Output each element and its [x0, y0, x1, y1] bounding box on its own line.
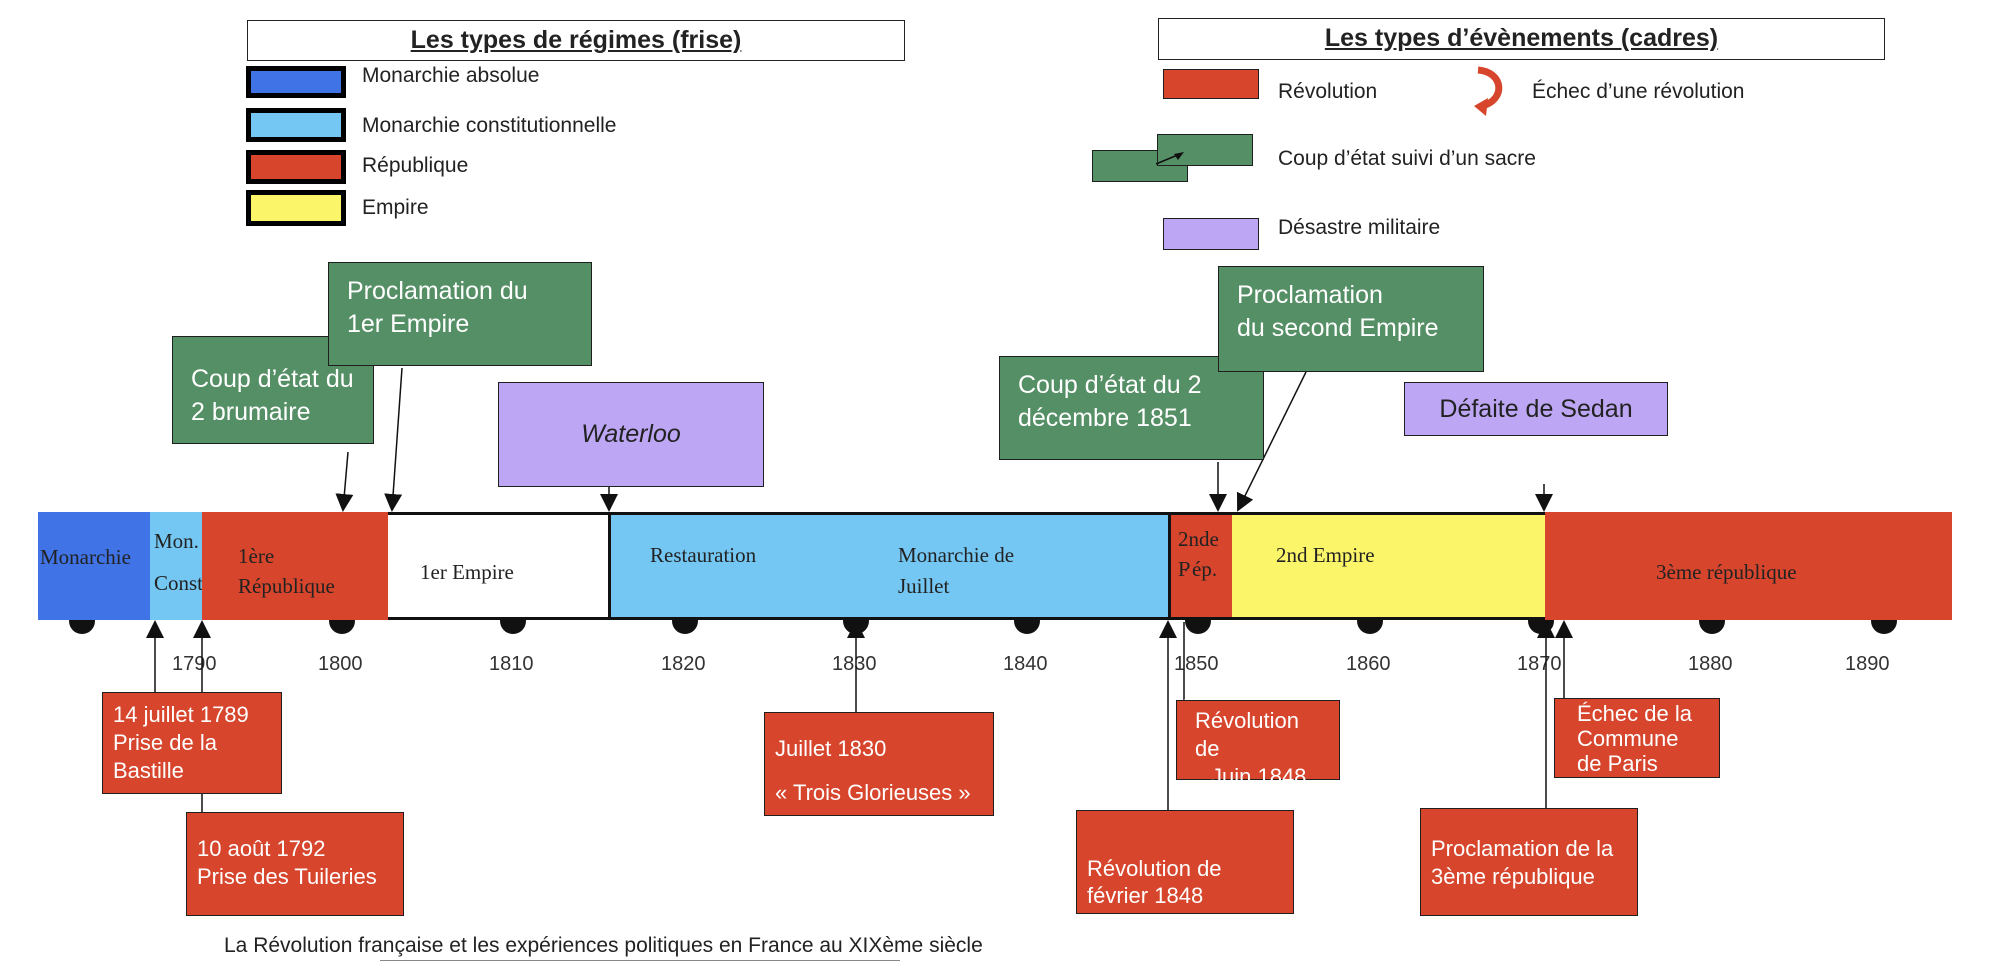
swatch-desastre	[1163, 218, 1259, 250]
regime-band-premier-empire	[388, 512, 608, 620]
event-coup-brumaire-text: Coup d’état du 2 brumaire	[191, 365, 354, 426]
event-revolution-fevrier-1848: Révolution de février 1848	[1076, 810, 1294, 914]
regime-label-second-empire: 2nd Empire	[1276, 543, 1375, 567]
tick-label: 1830	[832, 653, 877, 675]
event-trois-glorieuses: Juillet 1830 « Trois Glorieuses »	[764, 712, 994, 816]
legend-label-monarchie-constitutionnelle: Monarchie constitutionnelle	[362, 114, 617, 137]
event-proclamation-1er-empire-line1: Proclamation du	[347, 277, 528, 305]
caption-underline	[380, 960, 900, 961]
coup-arrow-icon	[1155, 152, 1184, 165]
regime-label-monarchie-juillet-2: Juillet	[898, 574, 950, 598]
swatch-monarchie-absolue	[246, 66, 346, 98]
event-prise-tuileries-line1: 10 août 1792	[197, 836, 326, 861]
event-coup-1851: Coup d’état du 2 décembre 1851	[999, 356, 1264, 460]
regime-label-monarchie: Monarchie	[40, 545, 131, 569]
event-waterloo: Waterloo	[498, 382, 764, 487]
regime-label-premiere-rep-2: République	[238, 574, 335, 598]
tick-label: 1850	[1174, 653, 1219, 675]
event-defaite-sedan-text: Défaite de Sedan	[1439, 394, 1633, 423]
tick-label: 1840	[1003, 653, 1048, 675]
swatch-republique	[246, 150, 346, 184]
event-coup-1851-line2: décembre 1851	[1018, 404, 1192, 432]
event-echec-commune: Échec de la Commune de Paris	[1554, 698, 1720, 778]
event-prise-bastille-line2: Prise de la	[113, 730, 217, 755]
regime-band-second-empire	[1232, 512, 1545, 620]
tick-label: 1860	[1346, 653, 1391, 675]
event-echec-commune-line1: Échec de la	[1577, 701, 1692, 726]
regime-band-troisieme-republique	[1545, 512, 1952, 620]
regime-label-mon-const-2: Const	[154, 571, 204, 595]
tick-label: 1790	[172, 653, 217, 675]
regime-label-deuxieme-rep-2: Rép.	[1178, 557, 1218, 581]
event-proclamation-1er-empire: Proclamation du 1er Empire	[328, 262, 592, 366]
event-proclamation-1er-empire-line2: 1er Empire	[347, 310, 470, 338]
tick-label: 1870	[1517, 653, 1562, 675]
legend-label-revolution: Révolution	[1278, 80, 1378, 103]
event-proclamation-2nd-empire: Proclamation du second Empire	[1218, 266, 1484, 372]
legend-label-republique: République	[362, 154, 469, 177]
event-prise-bastille-line3: Bastille	[113, 758, 184, 783]
regime-label-mon-const-1: Mon.	[154, 529, 199, 553]
event-proclamation-3eme-republique: Proclamation de la 3ème république	[1420, 808, 1638, 916]
event-proclamation-2nd-empire-line1: Proclamation	[1237, 281, 1383, 309]
event-revolution-fevrier-1848-line1: Révolution de	[1087, 856, 1222, 881]
legend-label-echec: Échec d’une révolution	[1532, 80, 1745, 103]
tick-label: 1820	[661, 653, 706, 675]
regime-label-premiere-rep-1: 1ère	[238, 544, 275, 568]
event-proclamation-3eme-republique-line1: Proclamation de la	[1431, 836, 1614, 861]
event-echec-commune-line2: Commune	[1577, 726, 1679, 751]
regime-label-deuxieme-rep-1: 2nde	[1178, 527, 1219, 551]
event-defaite-sedan: Défaite de Sedan	[1404, 382, 1668, 436]
legend-label-monarchie-absolue: Monarchie absolue	[362, 64, 540, 87]
regime-band-restauration-juillet	[608, 512, 1168, 620]
tick-label: 1890	[1845, 653, 1890, 675]
tick-label: 1810	[489, 653, 534, 675]
event-prise-tuileries: 10 août 1792 Prise des Tuileries	[186, 812, 404, 916]
event-coup-1851-line1: Coup d’état du 2	[1018, 371, 1202, 399]
regime-band-mon-const	[150, 512, 202, 620]
event-waterloo-text: Waterloo	[581, 420, 681, 448]
swatch-coup-front	[1157, 134, 1253, 166]
regime-band-premiere-republique	[202, 512, 388, 620]
event-trois-glorieuses-line2: « Trois Glorieuses »	[775, 780, 971, 805]
tick-label: 1880	[1688, 653, 1733, 675]
legend-regimes-title: Les types de régimes (frise)	[247, 20, 905, 61]
event-echec-commune-line3: de Paris	[1577, 751, 1658, 776]
regime-label-troisieme-rep: 3ème république	[1656, 560, 1797, 584]
regime-band-monarchie	[38, 512, 150, 620]
figure-caption: La Révolution française et les expérienc…	[224, 934, 983, 957]
swatch-empire	[246, 190, 346, 226]
legend-events-title: Les types d’évènements (cadres)	[1158, 18, 1885, 60]
event-prise-tuileries-line2: Prise des Tuileries	[197, 864, 377, 889]
event-trois-glorieuses-line1: Juillet 1830	[775, 736, 887, 761]
failed-revolution-arrow-icon	[1474, 66, 1503, 116]
regime-label-restauration: Restauration	[650, 543, 757, 567]
event-prise-bastille: 14 juillet 1789 Prise de la Bastille	[102, 692, 282, 794]
regime-label-monarchie-juillet-1: Monarchie de	[898, 543, 1015, 567]
swatch-monarchie-constitutionnelle	[246, 108, 346, 142]
swatch-revolution	[1163, 69, 1259, 99]
tick-label: 1800	[318, 653, 363, 675]
legend-label-desastre: Désastre militaire	[1278, 216, 1441, 239]
legend-label-empire: Empire	[362, 196, 429, 219]
event-proclamation-3eme-republique-line2: 3ème république	[1431, 864, 1595, 889]
event-revolution-juin-1848-line2: Juin 1848	[1211, 764, 1307, 789]
regime-label-premier-empire: 1er Empire	[420, 560, 514, 584]
event-revolution-juin-1848: Révolution de Juin 1848	[1176, 700, 1340, 789]
regime-band-deuxieme-republique	[1168, 512, 1232, 620]
event-proclamation-2nd-empire-line2: du second Empire	[1237, 314, 1439, 342]
legend-label-coup: Coup d’état suivi d’un sacre	[1278, 147, 1536, 170]
event-prise-bastille-line1: 14 juillet 1789	[113, 702, 249, 727]
event-revolution-juin-1848-line1: Révolution de	[1195, 708, 1299, 761]
event-revolution-fevrier-1848-line2: février 1848	[1087, 883, 1204, 908]
